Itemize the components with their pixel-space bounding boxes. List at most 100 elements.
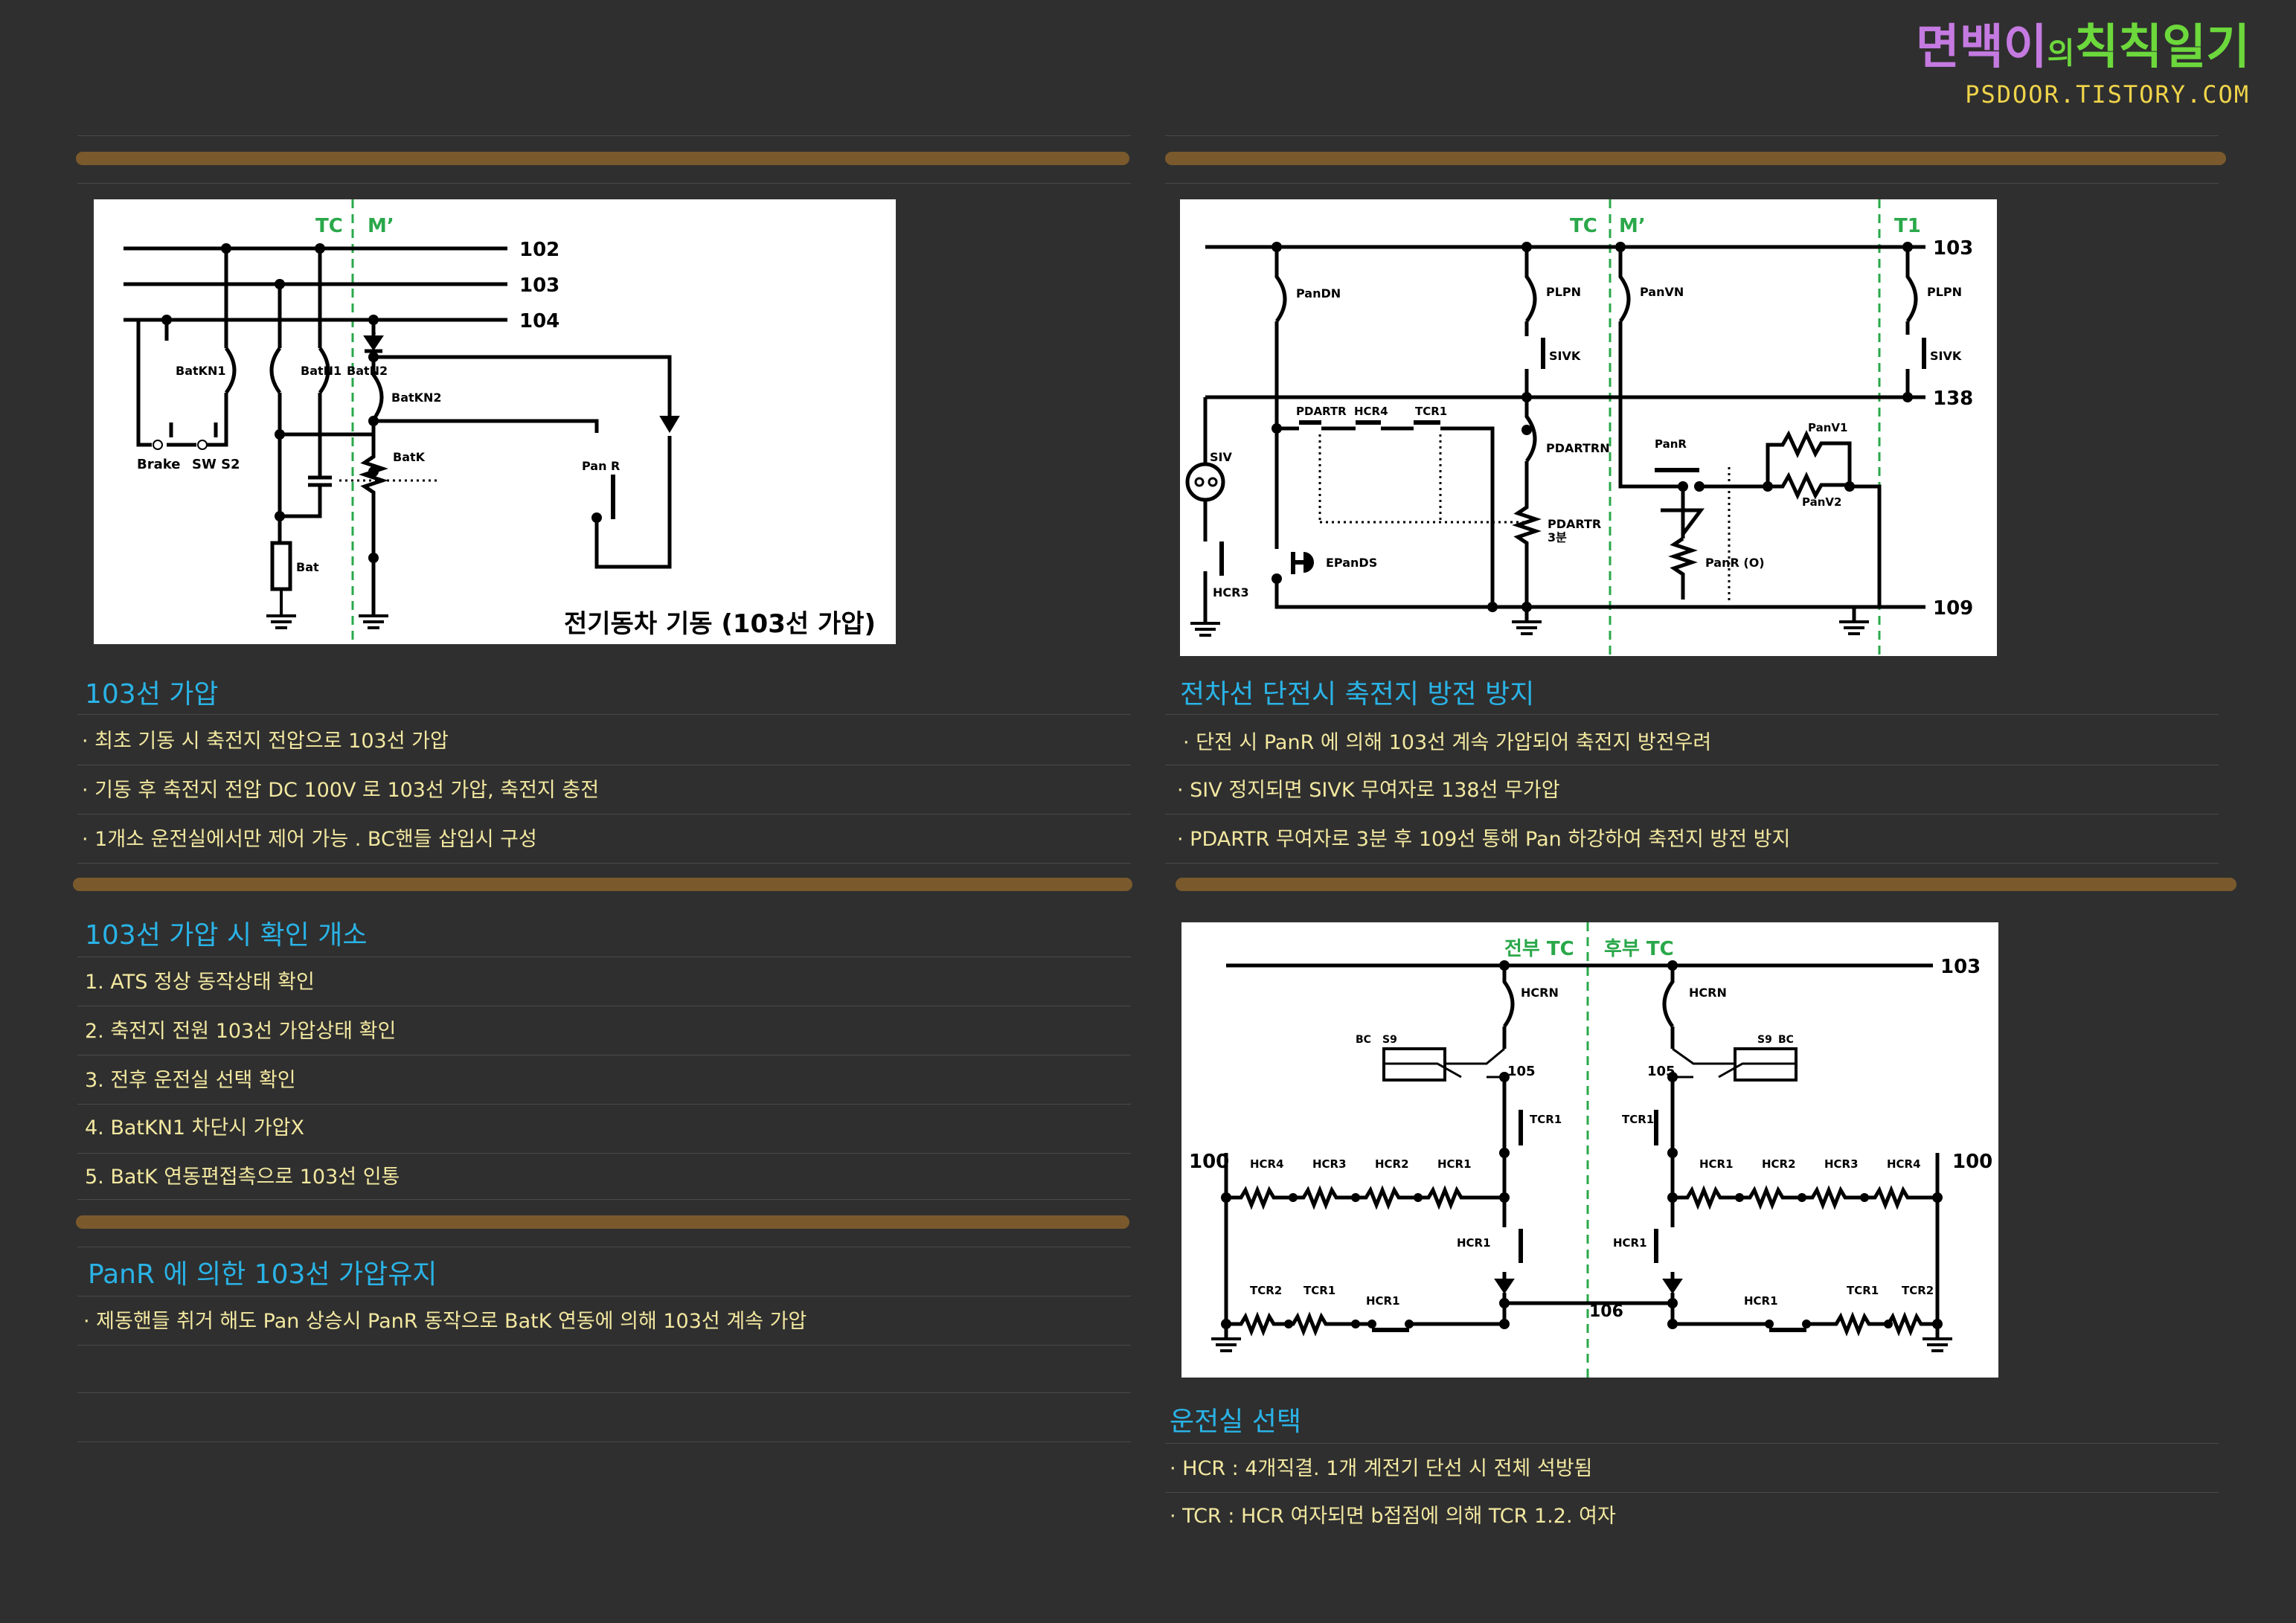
divider-bar — [76, 152, 1129, 165]
section-line: · 단전 시 PanR 에 의해 103선 계속 가압되어 축전지 방전우려 — [1183, 731, 1712, 754]
svg-text:TCR1: TCR1 — [1622, 1113, 1654, 1126]
svg-text:HCR1: HCR1 — [1366, 1294, 1400, 1308]
discharge-prevention-circuit-diagram: TC M’ T1 103 138 109 PanDN PLPN SIVK Pan… — [1180, 199, 1997, 656]
svg-text:PLPN: PLPN — [1546, 285, 1581, 299]
svg-text:PanR: PanR — [1655, 437, 1687, 451]
svg-text:HCR1: HCR1 — [1613, 1236, 1647, 1250]
svg-text:전부 TC: 전부 TC — [1504, 938, 1574, 960]
svg-text:103: 103 — [1940, 956, 1981, 978]
svg-text:PDARTR: PDARTR — [1296, 405, 1347, 418]
svg-text:BatKN2: BatKN2 — [391, 391, 442, 405]
svg-text:BC: BC — [1356, 1034, 1371, 1046]
svg-text:PanDN: PanDN — [1296, 286, 1341, 301]
zone-m-label: M’ — [368, 215, 394, 237]
section-heading: 전차선 단전시 축전지 방전 방지 — [1180, 679, 1535, 710]
section-line: · TCR : HCR 여자되면 b접점에 의해 TCR 1.2. 여자 — [1170, 1505, 1616, 1528]
svg-text:BatKN1: BatKN1 — [176, 364, 226, 378]
svg-text:PanV2: PanV2 — [1802, 495, 1841, 509]
zone-tc-label: TC — [315, 215, 343, 237]
svg-text:M’: M’ — [1619, 215, 1646, 237]
svg-text:109: 109 — [1933, 597, 1973, 620]
svg-text:TCR1: TCR1 — [1415, 405, 1447, 418]
section-line: 2. 축전지 전원 103선 가압상태 확인 — [85, 1020, 397, 1043]
svg-text:102: 102 — [519, 239, 559, 261]
brand-title: 면백이의칙칙일기 — [1916, 20, 2250, 75]
svg-text:TCR1: TCR1 — [1847, 1284, 1879, 1297]
svg-text:HCR1: HCR1 — [1437, 1157, 1472, 1171]
svg-text:HCR4: HCR4 — [1887, 1157, 1921, 1171]
section-line: 3. 전후 운전실 선택 확인 — [85, 1069, 296, 1092]
divider-bar — [1165, 152, 2226, 165]
svg-text:SIVK: SIVK — [1930, 349, 1962, 363]
section-line: · 기동 후 축전지 전압 DC 100V 로 103선 가압, 축전지 충전 — [82, 779, 600, 802]
svg-text:SW S2: SW S2 — [192, 457, 240, 472]
svg-text:S9: S9 — [1382, 1034, 1397, 1046]
svg-text:PanV1: PanV1 — [1808, 421, 1847, 434]
svg-text:BatN2: BatN2 — [347, 364, 388, 378]
divider-bar — [73, 878, 1132, 891]
svg-text:BC: BC — [1778, 1034, 1794, 1046]
svg-text:EPanDS: EPanDS — [1326, 556, 1377, 570]
svg-text:100: 100 — [1189, 1151, 1229, 1173]
svg-text:SIV: SIV — [1210, 450, 1232, 464]
svg-text:105: 105 — [1507, 1064, 1536, 1079]
svg-text:SIVK: SIVK — [1549, 349, 1581, 363]
svg-text:BatK: BatK — [393, 450, 426, 464]
svg-text:106: 106 — [1589, 1302, 1623, 1321]
svg-text:Bat: Bat — [296, 560, 319, 574]
section-line: · 1개소 운전실에서만 제어 가능 . BC핸들 삽입시 구성 — [82, 828, 537, 851]
svg-text:HCR2: HCR2 — [1762, 1157, 1796, 1171]
svg-text:S9: S9 — [1757, 1034, 1772, 1046]
brand-logo: 면백이의칙칙일기 PSDOOR.TISTORY.COM — [1916, 21, 2250, 109]
svg-text:100: 100 — [1952, 1151, 1992, 1173]
section-line: · 최초 기동 시 축전지 전압으로 103선 가압 — [82, 730, 449, 753]
section-heading: PanR 에 의한 103선 가압유지 — [88, 1259, 437, 1290]
svg-text:TC: TC — [1570, 215, 1597, 237]
battery-start-circuit-diagram: TC M’ 102 103 104 BatKN1 Brake SW S2 Bat… — [94, 199, 896, 644]
svg-text:PanVN: PanVN — [1640, 285, 1684, 299]
svg-text:TCR1: TCR1 — [1303, 1284, 1335, 1297]
svg-text:3분: 3분 — [1548, 530, 1567, 544]
divider-bar — [76, 1215, 1129, 1229]
brand-url: PSDOOR.TISTORY.COM — [1965, 80, 2250, 109]
section-line: 5. BatK 연동편접촉으로 103선 인통 — [85, 1166, 400, 1189]
svg-text:HCRN: HCRN — [1689, 986, 1727, 1000]
svg-text:HCR1: HCR1 — [1699, 1157, 1734, 1171]
svg-text:T1: T1 — [1894, 215, 1921, 237]
svg-text:103: 103 — [519, 274, 559, 297]
section-heading: 103선 가압 — [85, 679, 219, 710]
svg-text:PanR (O): PanR (O) — [1705, 556, 1765, 570]
section-line: 4. BatKN1 차단시 가압X — [85, 1116, 304, 1140]
svg-text:HCR4: HCR4 — [1354, 405, 1388, 418]
svg-text:HCRN: HCRN — [1521, 986, 1559, 1000]
svg-text:HCR1: HCR1 — [1744, 1294, 1778, 1308]
section-line: · 제동핸들 취거 해도 Pan 상승시 PanR 동작으로 BatK 연동에 … — [83, 1310, 807, 1333]
svg-text:HCR3: HCR3 — [1213, 585, 1249, 600]
diagram-caption: 전기동차 기동 (103선 가압) — [564, 609, 876, 639]
section-line: · HCR : 4개직결. 1개 계전기 단선 시 전체 석방됨 — [1170, 1457, 1593, 1480]
svg-text:PDARTR: PDARTR — [1548, 517, 1601, 531]
divider-bar — [1176, 878, 2236, 891]
svg-text:TCR2: TCR2 — [1902, 1284, 1934, 1297]
svg-text:PDARTRN: PDARTRN — [1546, 441, 1610, 455]
svg-text:TCR2: TCR2 — [1250, 1284, 1282, 1297]
svg-text:Pan R: Pan R — [582, 459, 620, 473]
section-line: · PDARTR 무여자로 3분 후 109선 통해 Pan 하강하여 축전지 … — [1177, 828, 1791, 851]
svg-text:103: 103 — [1933, 237, 1973, 260]
svg-text:PLPN: PLPN — [1927, 285, 1962, 299]
section-heading: 103선 가압 시 확인 개소 — [85, 920, 368, 951]
section-line: 1. ATS 정상 동작상태 확인 — [85, 971, 315, 994]
svg-text:TCR1: TCR1 — [1530, 1113, 1562, 1126]
svg-text:HCR4: HCR4 — [1250, 1157, 1284, 1171]
svg-text:HCR1: HCR1 — [1457, 1236, 1491, 1250]
svg-text:Brake: Brake — [137, 457, 180, 472]
svg-text:HCR3: HCR3 — [1312, 1157, 1347, 1171]
svg-text:138: 138 — [1933, 388, 1973, 410]
svg-text:HCR3: HCR3 — [1824, 1157, 1859, 1171]
section-line: · SIV 정지되면 SIVK 무여자로 138선 무가압 — [1177, 779, 1560, 802]
cab-selection-circuit-diagram: 전부 TC 후부 TC 103 HCRN BC S9 105 HCRN S9 B… — [1181, 922, 1998, 1378]
svg-text:HCR2: HCR2 — [1375, 1157, 1409, 1171]
section-heading: 운전실 선택 — [1170, 1407, 1302, 1437]
svg-text:후부 TC: 후부 TC — [1604, 938, 1674, 960]
svg-text:104: 104 — [519, 310, 559, 332]
